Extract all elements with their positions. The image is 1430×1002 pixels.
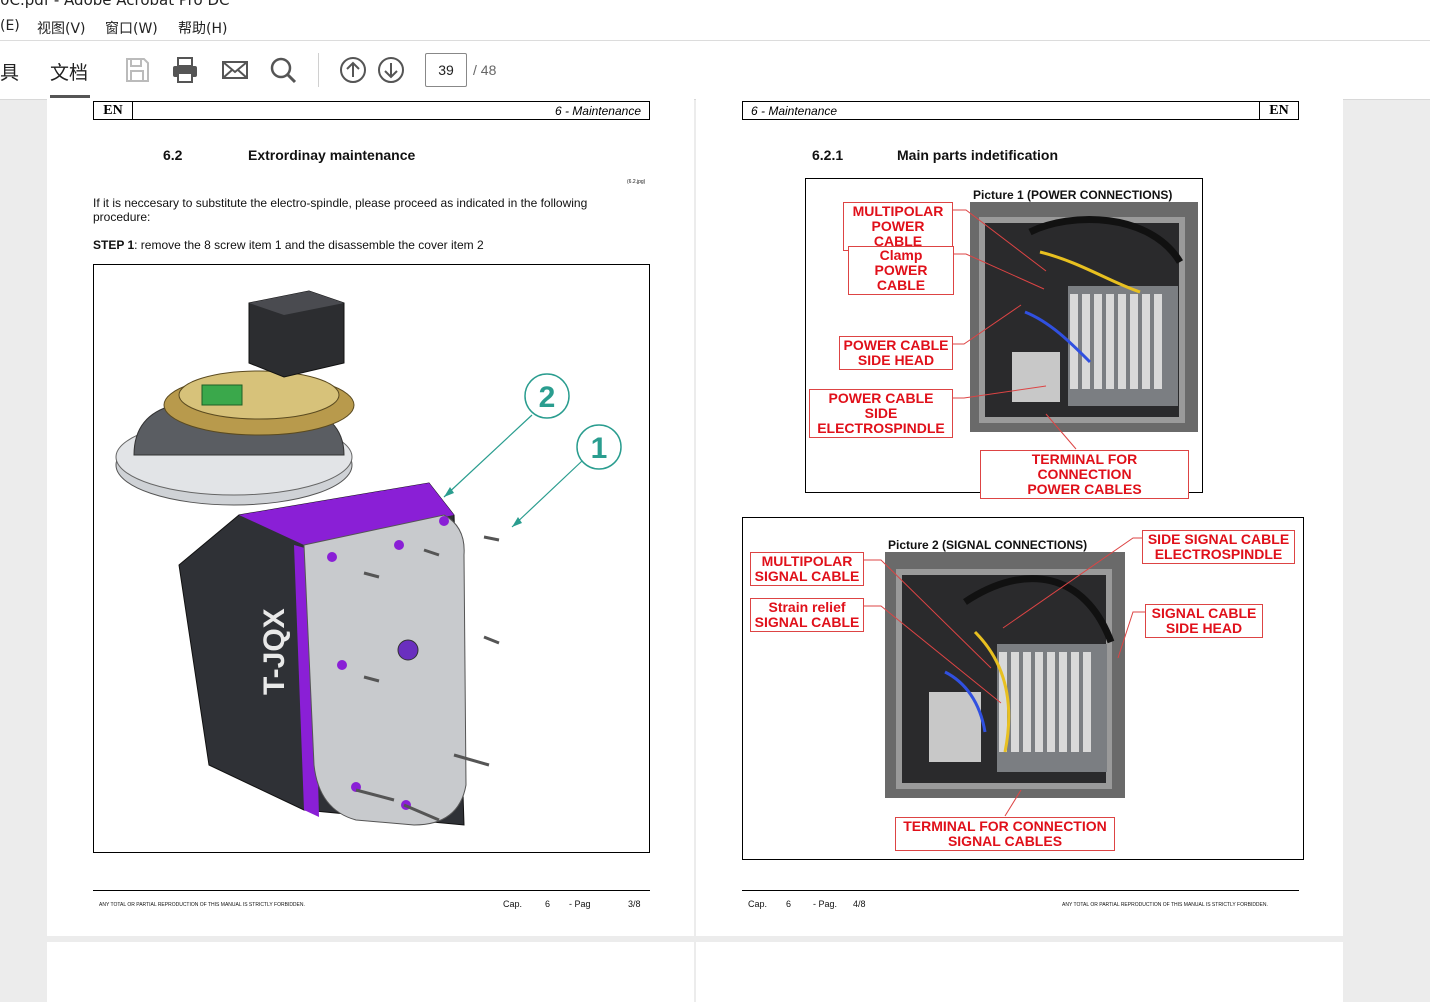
header-section: 6 - Maintenance xyxy=(554,104,641,118)
window-title: 0C.pdf - Adobe Acrobat Pro DC xyxy=(0,0,230,9)
footer-pag: - Pag xyxy=(569,899,591,909)
callout-2: 2 xyxy=(539,381,556,414)
header-section: 6 - Maintenance xyxy=(751,104,838,118)
step-text: STEP 1: remove the 8 screw item 1 and th… xyxy=(93,238,653,252)
menu-view[interactable]: 视图(V) xyxy=(37,21,86,37)
label-text: POWER CABLE SIDE ELECTROSPINDLE xyxy=(817,390,945,436)
menu-edit[interactable]: (E) xyxy=(0,18,20,34)
page-down-icon[interactable] xyxy=(374,53,408,87)
footer-cap-num: 6 xyxy=(786,899,792,909)
footer-cap: Cap. xyxy=(503,899,523,909)
intro-text: If it is neccesary to substitute the ele… xyxy=(93,196,588,224)
page-number-input[interactable]: 39 xyxy=(425,53,467,87)
label-strain-relief-signal-cable: Strain relief SIGNAL CABLE xyxy=(750,598,864,632)
label-power-cable-side-head: POWER CABLE SIDE HEAD xyxy=(839,336,953,370)
product-label: T-JQX xyxy=(258,608,291,695)
picture1-leader-lines xyxy=(953,209,1077,450)
page-header: 6 - Maintenance EN xyxy=(742,101,1299,120)
tab-document[interactable]: 文档 xyxy=(50,62,89,84)
menu-window[interactable]: 窗口(W) xyxy=(105,21,158,37)
label-signal-cable-side-head: SIGNAL CABLE SIDE HEAD xyxy=(1145,604,1263,638)
lang-badge: EN xyxy=(94,102,133,119)
label-terminal-power-cables: TERMINAL FOR CONNECTION POWER CABLES xyxy=(980,450,1189,499)
figure-power-connections: Picture 1 (POWER CONNECTIONS) MULTIPOLAR… xyxy=(805,178,1203,499)
picture1-caption: Picture 1 (POWER CONNECTIONS) xyxy=(973,188,1173,202)
step-label: STEP 1 xyxy=(93,238,135,252)
page-header: EN 6 - Maintenance xyxy=(93,101,650,120)
signal-connections-photo xyxy=(885,552,1125,798)
section-title: Main parts indetification xyxy=(897,147,1059,163)
callout-1: 1 xyxy=(591,432,608,465)
active-tab-indicator xyxy=(50,95,90,98)
label-text: SIDE SIGNAL CABLE ELECTROSPINDLE xyxy=(1147,531,1290,562)
spindle-illustration: T-JQX 2 1 xyxy=(115,290,622,826)
power-connections-photo xyxy=(970,202,1198,432)
footer-line xyxy=(93,890,650,891)
footer-pag: - Pag. xyxy=(813,899,838,909)
label-side-signal-cable-electrospindle: SIDE SIGNAL CABLE ELECTROSPINDLE xyxy=(1142,530,1295,564)
label-multipolar-power-cable: MULTIPOLAR POWER CABLE xyxy=(843,202,953,251)
figure-signal-connections: Picture 2 (SIGNAL CONNECTIONS) MULTIPOLA… xyxy=(742,517,1304,860)
pdf-page-right: 6 - Maintenance EN 6.2.1 Main parts inde… xyxy=(696,98,1343,936)
label-text: TERMINAL FOR CONNECTION POWER CABLES xyxy=(1027,451,1142,497)
pdf-page-next-left xyxy=(47,942,694,1002)
label-text: TERMINAL FOR CONNECTION SIGNAL CABLES xyxy=(903,818,1107,849)
footer-cap-num: 6 xyxy=(545,899,551,909)
toolbar: 具 文档 39 / 48 xyxy=(0,40,1430,100)
menu-bar: (E) 视图(V) 窗口(W) 帮助(H) xyxy=(0,14,1430,40)
section-number: 6.2 xyxy=(163,147,183,163)
footer-notice: ANY TOTAL OR PARTIAL REPRODUCTION OF THI… xyxy=(1062,902,1268,908)
menu-help[interactable]: 帮助(H) xyxy=(178,21,228,37)
save-icon[interactable] xyxy=(120,53,154,87)
step-description: : remove the 8 screw item 1 and the disa… xyxy=(134,238,484,252)
footer-notice: ANY TOTAL OR PARTIAL REPRODUCTION OF THI… xyxy=(99,902,305,908)
print-icon[interactable] xyxy=(168,53,202,87)
tab-tools[interactable]: 具 xyxy=(0,62,20,84)
picture2-caption: Picture 2 (SIGNAL CONNECTIONS) xyxy=(888,538,1088,552)
label-power-cable-electrospindle: POWER CABLE SIDE ELECTROSPINDLE xyxy=(809,389,953,438)
label-text: Clamp POWER CABLE xyxy=(874,247,928,293)
label-clamp-power-cable: Clamp POWER CABLE xyxy=(848,246,954,295)
figure-spindle: T-JQX 2 1 xyxy=(93,264,650,853)
section-number: 6.2.1 xyxy=(812,147,844,163)
page-total: / 48 xyxy=(473,62,497,78)
label-text: Strain relief SIGNAL CABLE xyxy=(754,599,860,630)
label-text: SIGNAL CABLE SIDE HEAD xyxy=(1151,605,1257,636)
label-text: POWER CABLE SIDE HEAD xyxy=(843,337,949,368)
label-terminal-signal-cables: TERMINAL FOR CONNECTION SIGNAL CABLES xyxy=(895,817,1115,851)
image-reference: (6.2.jpg) xyxy=(627,179,646,185)
title-bar: 0C.pdf - Adobe Acrobat Pro DC xyxy=(0,0,1430,14)
label-text: MULTIPOLAR SIGNAL CABLE xyxy=(754,553,860,584)
pdf-page-next-right xyxy=(696,942,1343,1002)
footer-pag-num: 4/8 xyxy=(853,899,866,909)
toolbar-separator xyxy=(318,53,319,87)
footer-cap: Cap. xyxy=(748,899,768,909)
email-icon[interactable] xyxy=(218,53,252,87)
label-multipolar-signal-cable: MULTIPOLAR SIGNAL CABLE xyxy=(750,552,864,586)
pdf-page-left: EN 6 - Maintenance 6.2 Extrordinay maint… xyxy=(47,98,694,936)
section-title: Extrordinay maintenance xyxy=(248,147,416,163)
label-text: MULTIPOLAR POWER CABLE xyxy=(852,203,944,249)
search-icon[interactable] xyxy=(266,53,300,87)
picture2-leader-lines xyxy=(864,537,1145,817)
footer-pag-num: 3/8 xyxy=(628,899,641,909)
page-up-icon[interactable] xyxy=(336,53,370,87)
footer-line xyxy=(742,890,1299,891)
lang-badge: EN xyxy=(1259,102,1298,119)
